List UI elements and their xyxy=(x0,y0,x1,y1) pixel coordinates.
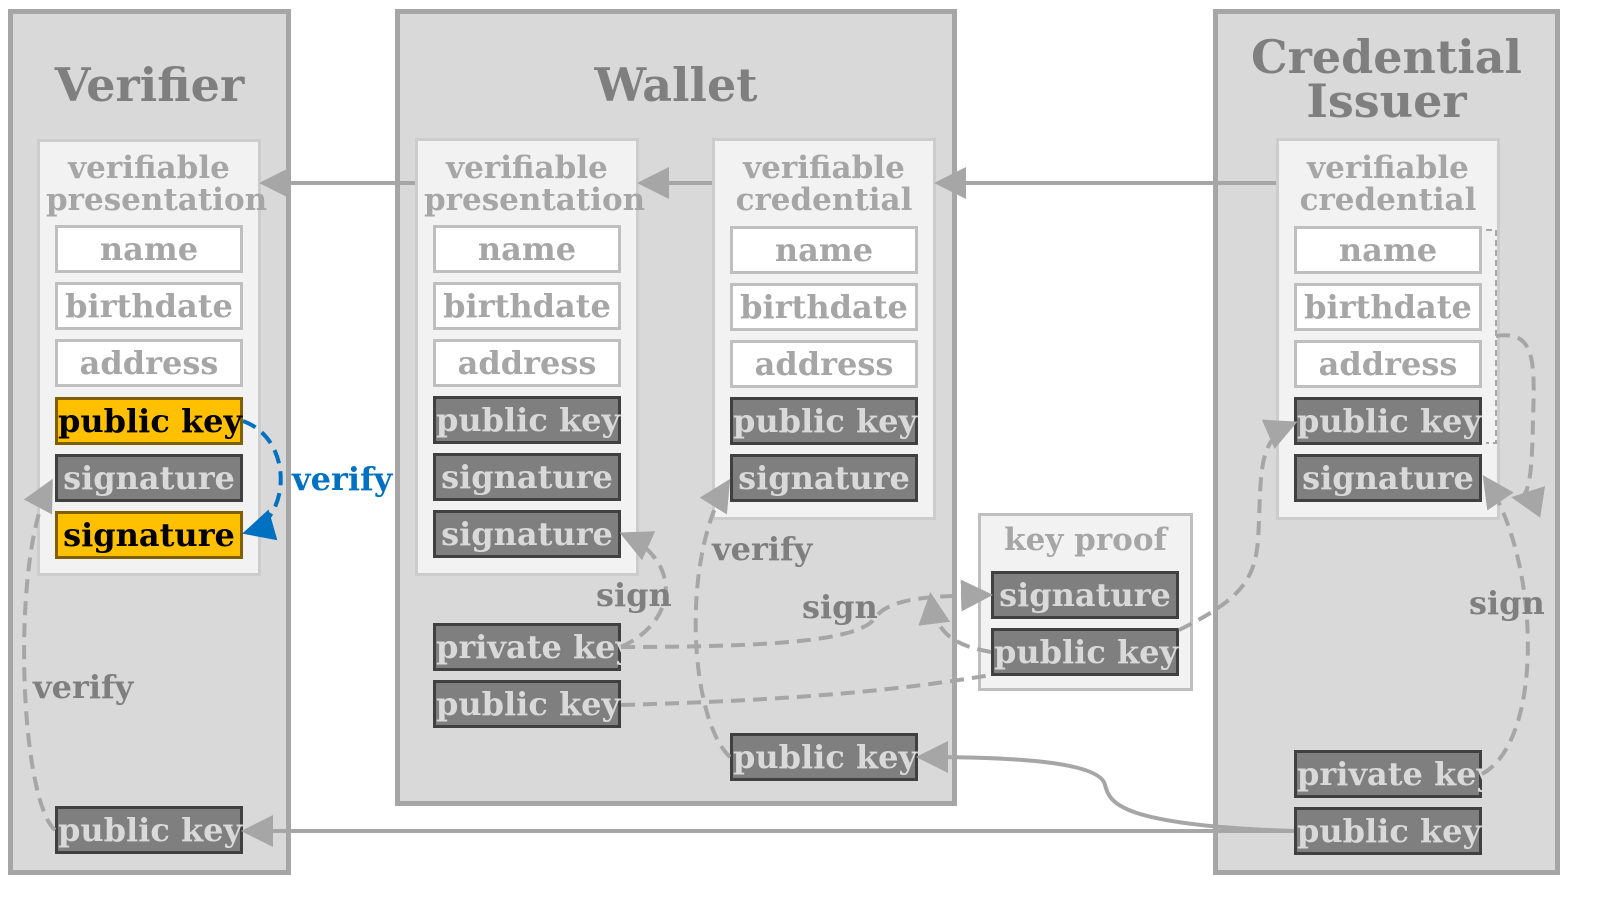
key-proof-signature: signature xyxy=(991,571,1179,619)
verifier-field-signature-vc: signature xyxy=(55,454,243,502)
wallet-vp-field-signature-vc: signature xyxy=(433,453,621,501)
wallet-holder-public-key: public key xyxy=(433,680,621,728)
issuer-title-line1: Credential xyxy=(1251,30,1522,84)
wallet-issuer-public-key: public key xyxy=(730,733,918,781)
wallet-title: Wallet xyxy=(594,58,758,112)
wallet-vp-field-birthdate: birthdate xyxy=(433,282,621,330)
wallet-vp-field-signature-vp: signature xyxy=(433,510,621,558)
wallet-vc-field-signature: signature xyxy=(730,454,918,502)
wallet-vc-field-public-key: public key xyxy=(730,397,918,445)
issuer-public-key: public key xyxy=(1294,807,1482,855)
issuer-title-line2: Issuer xyxy=(1306,74,1467,128)
issuer-vc-field-signature: signature xyxy=(1294,454,1482,502)
wallet-vc-field-address: address xyxy=(730,340,918,388)
wallet-vc-field-name: name xyxy=(730,226,918,274)
verifier-title: Verifier xyxy=(54,58,245,112)
wallet-vp-field-name: name xyxy=(433,225,621,273)
verifier-field-name: name xyxy=(55,225,243,273)
issuer-vc-field-birthdate: birthdate xyxy=(1294,283,1482,331)
wallet-private-key: private key xyxy=(433,623,634,671)
verifier-presentation-title: verifiable presentation xyxy=(46,150,268,218)
wallet-sign-label: sign xyxy=(596,576,672,614)
verifier-inner-verify-label: verify xyxy=(292,460,393,498)
verifier-field-address: address xyxy=(55,339,243,387)
issuer-private-key: private key xyxy=(1294,750,1495,798)
verifier-verify-label: verify xyxy=(33,668,134,706)
issuer-vc-field-address: address xyxy=(1294,340,1482,388)
issuer-vc-field-public-key: public key xyxy=(1294,397,1482,445)
wallet-vc-field-birthdate: birthdate xyxy=(730,283,918,331)
wallet-verify-label: verify xyxy=(712,530,813,568)
verifier-field-public-key: public key xyxy=(55,397,243,445)
wallet-vp-field-public-key: public key xyxy=(433,396,621,444)
verifier-field-signature-vp: signature xyxy=(55,511,243,559)
wallet-credential-title: verifiable credential xyxy=(735,150,913,218)
verifier-issuer-public-key: public key xyxy=(55,806,243,854)
issuer-sign-label: sign xyxy=(1469,584,1545,622)
key-proof-sign-label: sign xyxy=(802,588,878,626)
key-proof-public-key: public key xyxy=(991,628,1179,676)
issuer-vc-field-name: name xyxy=(1294,226,1482,274)
issuer-credential-title: verifiable credential xyxy=(1299,150,1477,218)
key-proof-title: key proof xyxy=(1004,522,1167,558)
verifier-field-birthdate: birthdate xyxy=(55,282,243,330)
wallet-presentation-title: verifiable presentation xyxy=(424,150,646,218)
wallet-vp-field-address: address xyxy=(433,339,621,387)
